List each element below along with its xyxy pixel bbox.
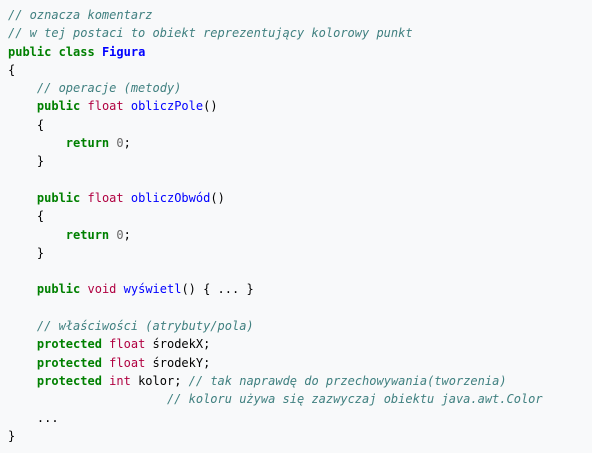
plain-token: }: [8, 245, 45, 260]
plain-token: {: [8, 117, 45, 132]
plain-token: {: [8, 209, 45, 224]
plain-token: }: [8, 154, 45, 169]
code-line: // oznacza komentarz: [8, 6, 592, 24]
class-name-token: Figura: [101, 44, 146, 59]
keyword-token: protected: [36, 355, 102, 370]
keyword-token: protected: [36, 373, 102, 388]
keyword-token: class: [58, 44, 95, 59]
comment-token: // w tej postaci to obiekt reprezentując…: [8, 26, 413, 41]
plain-token: {: [8, 62, 16, 77]
comment-token: // operacje (metody): [36, 81, 182, 96]
plain-token: [8, 191, 37, 205]
type-token: void: [87, 282, 117, 297]
plain-token: ;: [123, 136, 131, 151]
code-line: {: [8, 116, 592, 134]
code-line: protected float środekX;: [8, 335, 592, 353]
plain-token: [51, 45, 58, 59]
type-token: int: [109, 373, 131, 388]
plain-token: [116, 282, 123, 296]
plain-token: [8, 319, 37, 333]
code-line: [8, 262, 592, 280]
number-token: 0: [116, 136, 124, 151]
code-line: }: [8, 244, 592, 262]
plain-token: kolor;: [130, 373, 189, 388]
code-line: public void wyświetl() { ... }: [8, 280, 592, 298]
code-line: public float obliczPole(): [8, 97, 592, 115]
code-line: // operacje (metody): [8, 79, 592, 97]
plain-token: [8, 99, 37, 113]
type-token: float: [87, 99, 124, 114]
code-line: [8, 299, 592, 317]
code-line: // koloru używa się zazwyczaj obiektu ja…: [8, 390, 592, 408]
type-token: float: [87, 190, 124, 205]
plain-token: [8, 337, 37, 351]
code-line: protected float środekY;: [8, 354, 592, 372]
plain-token: środekX;: [145, 337, 211, 352]
code-line: ...: [8, 409, 592, 427]
plain-token: [8, 228, 66, 242]
plain-token: () { ... }: [181, 282, 254, 297]
code-line: [8, 171, 592, 189]
function-name-token: obliczObwód: [130, 190, 211, 205]
code-line: public float obliczObwód(): [8, 189, 592, 207]
number-token: 0: [116, 227, 124, 242]
code-line: return 0;: [8, 134, 592, 152]
plain-token: [8, 81, 37, 95]
code-line: return 0;: [8, 226, 592, 244]
keyword-token: public: [36, 99, 81, 114]
code-line: {: [8, 207, 592, 225]
plain-token: (): [210, 190, 225, 205]
keyword-token: return: [65, 227, 110, 242]
plain-token: [80, 99, 87, 113]
type-token: float: [109, 355, 146, 370]
plain-token: [8, 356, 37, 370]
code-line: // w tej postaci to obiekt reprezentując…: [8, 24, 592, 42]
comment-token: // tak naprawdę do przechowywania(tworze…: [188, 373, 507, 388]
plain-token: [8, 374, 37, 388]
comment-token: // koloru używa się zazwyczaj obiektu ja…: [166, 392, 543, 407]
code-line: protected int kolor; // tak naprawdę do …: [8, 372, 592, 390]
comment-token: // właściwości (atrybuty/pola): [36, 319, 254, 334]
keyword-token: public: [36, 282, 81, 297]
comment-token: // oznacza komentarz: [8, 8, 153, 22]
code-line: }: [8, 427, 592, 445]
plain-token: [80, 282, 87, 296]
plain-token: ;: [123, 227, 131, 242]
code-lines: // oznacza komentarz // w tej postaci to …: [8, 6, 592, 445]
keyword-token: public: [8, 44, 52, 59]
code-line: public class Figura: [8, 43, 592, 61]
plain-token: [124, 191, 131, 205]
plain-token: środekY;: [145, 355, 211, 370]
plain-token: ...: [8, 410, 59, 425]
code-line: }: [8, 152, 592, 170]
plain-token: [8, 282, 37, 296]
plain-token: }: [8, 428, 16, 443]
plain-token: (): [203, 99, 218, 114]
function-name-token: obliczPole: [130, 99, 204, 114]
keyword-token: public: [36, 190, 81, 205]
plain-token: [95, 45, 102, 59]
function-name-token: wyświetl: [123, 282, 182, 297]
plain-token: [124, 99, 131, 113]
plain-token: [8, 136, 66, 150]
keyword-token: return: [65, 136, 110, 151]
code-line: {: [8, 61, 592, 79]
plain-token: [8, 392, 167, 406]
type-token: float: [109, 337, 146, 352]
keyword-token: protected: [36, 337, 102, 352]
code-line: // właściwości (atrybuty/pola): [8, 317, 592, 335]
plain-token: [80, 191, 87, 205]
